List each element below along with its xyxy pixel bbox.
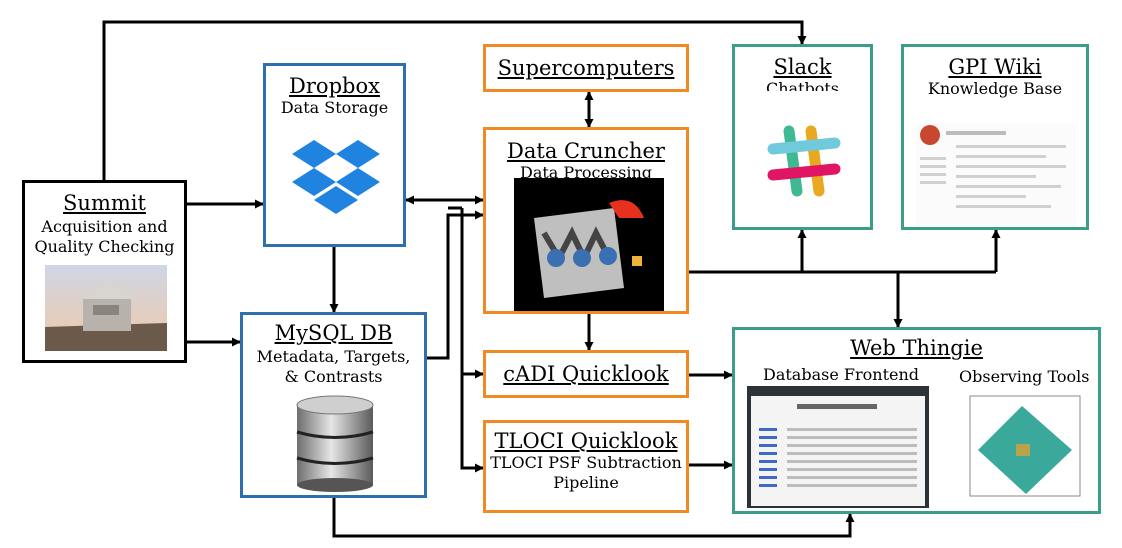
psf-image bbox=[960, 388, 1085, 506]
cadi-box: cADI Quicklook bbox=[483, 350, 689, 398]
tloci-line2: Pipeline bbox=[553, 473, 619, 492]
arrow-mysql-to-web bbox=[332, 498, 855, 538]
slack-title: Slack bbox=[773, 55, 832, 79]
mysql-title: MySQL DB bbox=[274, 321, 393, 345]
supercomputers-box: Supercomputers bbox=[483, 44, 689, 92]
arrow-mysql-to-tloci bbox=[460, 374, 484, 473]
supercomputers-title: Supercomputers bbox=[497, 56, 675, 80]
dropbox-title: Dropbox bbox=[289, 74, 380, 98]
slack-subtitle: Chatbots bbox=[765, 79, 840, 91]
dropbox-logo bbox=[292, 140, 380, 214]
gpiwiki-title: GPI Wiki bbox=[948, 55, 1042, 79]
summit-line1: Acquisition and bbox=[41, 217, 168, 236]
cruncher-mascot bbox=[514, 178, 664, 311]
tloci-title: TLOCI Quicklook bbox=[494, 429, 678, 453]
arrow-summit-to-slack bbox=[102, 20, 807, 180]
summit-title: Summit bbox=[63, 191, 146, 215]
cruncher-subtitle: Data Processing bbox=[520, 163, 652, 182]
telescope-photo bbox=[45, 265, 167, 351]
tloci-line1: TLOCI PSF Subtraction bbox=[490, 453, 682, 472]
tloci-box: TLOCI Quicklook TLOCI PSF Subtraction Pi… bbox=[483, 420, 689, 513]
mysql-line2: & Contrasts bbox=[284, 367, 383, 386]
web-title: Web Thingie bbox=[850, 336, 983, 360]
dropbox-subtitle: Data Storage bbox=[280, 98, 389, 117]
cruncher-title: Data Cruncher bbox=[507, 139, 665, 163]
slack-box: Slack Chatbots bbox=[732, 44, 873, 230]
wiki-screenshot bbox=[916, 123, 1076, 227]
dropbox-box: Dropbox Data Storage bbox=[263, 63, 406, 247]
web-tools-label: Observing Tools bbox=[959, 367, 1090, 386]
summit-line2: Quality Checking bbox=[34, 237, 175, 256]
gpiwiki-box: GPI Wiki Knowledge Base bbox=[901, 44, 1089, 230]
arrow-mysql-to-cadi bbox=[460, 208, 484, 379]
mysql-line1: Metadata, Targets, bbox=[256, 347, 411, 366]
frontend-screenshot bbox=[747, 386, 929, 508]
web-box: Web Thingie Database Frontend Observing … bbox=[732, 327, 1101, 514]
database-cylinder-icon bbox=[296, 395, 374, 492]
cruncher-box: Data Cruncher Data Processing bbox=[483, 127, 689, 314]
mysql-box: MySQL DB Metadata, Targets, & Contrasts bbox=[240, 312, 427, 498]
gpiwiki-subtitle: Knowledge Base bbox=[927, 79, 1063, 98]
summit-box: Summit Acquisition and Quality Checking bbox=[22, 180, 187, 363]
web-frontend-label: Database Frontend bbox=[763, 365, 920, 384]
arrow-mysql-bus bbox=[427, 210, 484, 360]
cadi-title: cADI Quicklook bbox=[503, 362, 669, 386]
slack-logo bbox=[767, 125, 841, 197]
